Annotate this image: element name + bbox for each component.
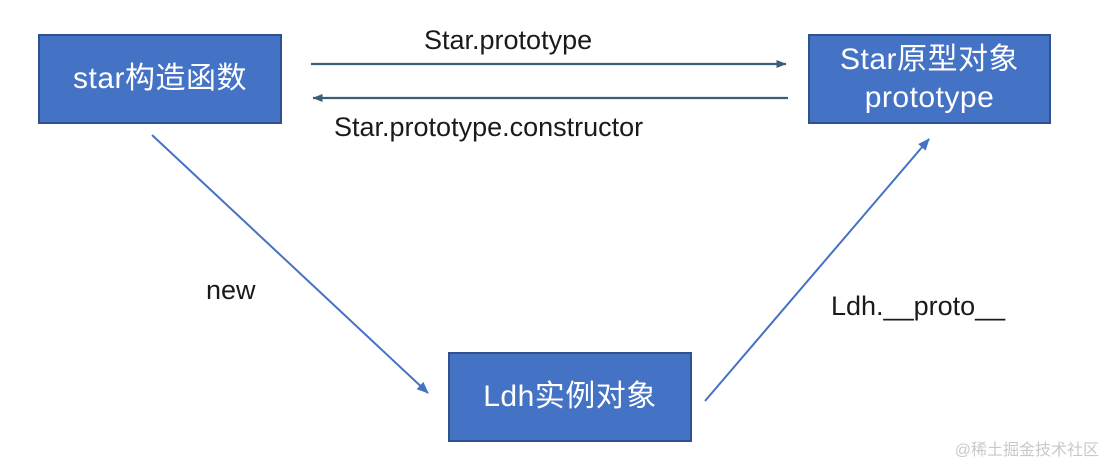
edge-label-star-prototype: Star.prototype <box>424 25 593 55</box>
edge-label-new: new <box>206 275 256 305</box>
node-ldh-instance[interactable]: Ldh实例对象 <box>448 352 692 442</box>
node-star-constructor[interactable]: star构造函数 <box>38 34 282 124</box>
node-star-prototype[interactable]: Star原型对象 prototype <box>808 34 1051 124</box>
edge-label-star-prototype-constructor: Star.prototype.constructor <box>334 112 644 142</box>
arrow-new <box>151 134 429 394</box>
node-star-prototype-line-1: Star原型对象 <box>839 43 1020 76</box>
arrow-ldh-proto <box>704 138 930 402</box>
node-star-prototype-line-2: prototype <box>864 81 995 114</box>
edge-label-ldh-proto: Ldh.__proto__ <box>831 291 1006 321</box>
watermark: @稀土掘金技术社区 <box>954 442 1099 459</box>
node-star-constructor-line-1: star构造函数 <box>72 62 247 95</box>
node-ldh-instance-line-1: Ldh实例对象 <box>483 380 657 413</box>
